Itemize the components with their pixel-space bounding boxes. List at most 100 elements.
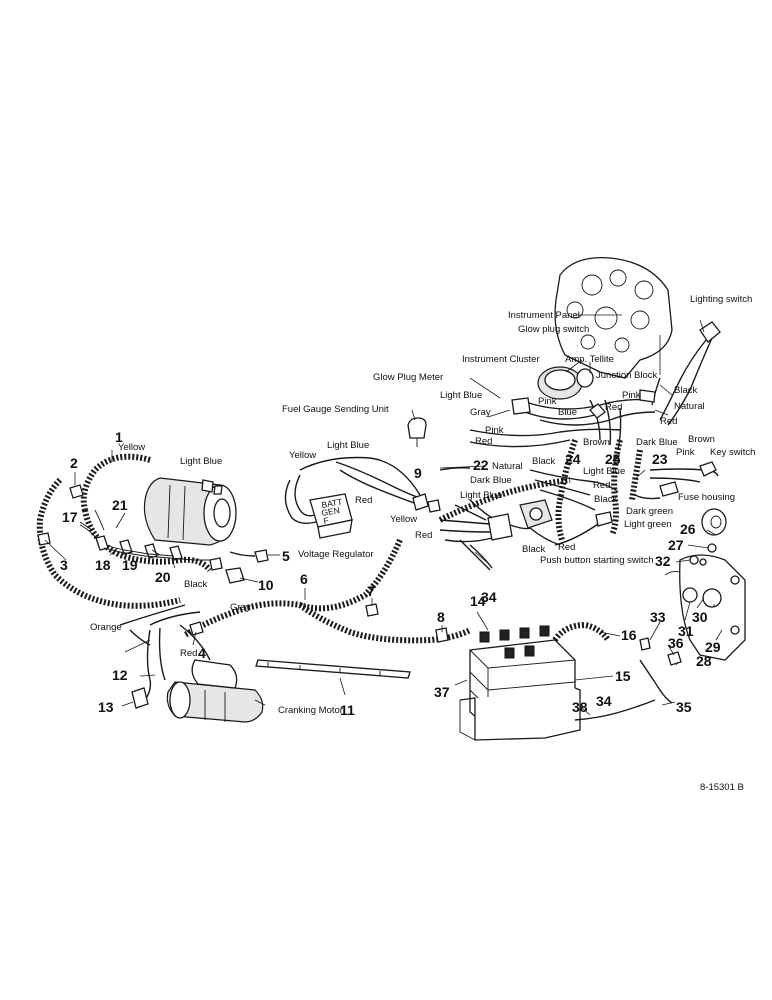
svg-text:BATT: BATT: [321, 496, 344, 510]
label-brown-b: Brown: [688, 434, 715, 445]
label-pink-d: Pink: [676, 447, 695, 458]
callout-3: 3: [60, 557, 68, 573]
label-light-blue-c: Light Blue: [583, 466, 625, 477]
label-gray-a: Gray: [470, 407, 491, 418]
label-key-switch: Key switch: [710, 447, 755, 458]
clip-8: [435, 627, 449, 643]
glow-plugs: [79, 509, 215, 561]
callout-2: 2: [70, 455, 78, 471]
callout-34-upper: 34: [481, 589, 497, 605]
callout-21: 21: [112, 497, 128, 513]
terminal-10: [209, 557, 245, 584]
callout-22: 22: [473, 457, 489, 473]
label-pink-b: Pink: [622, 390, 641, 401]
instrument-cluster: [537, 366, 594, 400]
label-glow-plug-meter: Glow Plug Meter: [373, 372, 443, 383]
label-red-g: Red: [558, 542, 575, 553]
push-button-switch: [519, 469, 619, 546]
light-bracket: [664, 554, 746, 661]
callout-13: 13: [98, 699, 114, 715]
callout-8: 8: [437, 609, 445, 625]
label-red-a: Red: [605, 402, 622, 413]
label-black-e: Black: [184, 579, 207, 590]
callout-14: 14: [470, 593, 486, 609]
callout-23: 23: [652, 451, 668, 467]
label-dark-green: Dark green: [626, 506, 673, 517]
label-natural-a: Natural: [674, 401, 705, 412]
cranking-motor: [166, 659, 266, 723]
callout-1: 1: [115, 429, 123, 445]
callout-19: 19: [122, 557, 138, 573]
label-natural-b: Natural: [492, 461, 523, 472]
leader-lines: [44, 314, 723, 716]
label-light-blue-d: Light Blue: [460, 490, 502, 501]
label-dark-blue-a: Dark Blue: [636, 437, 678, 448]
callout-26: 26: [680, 521, 696, 537]
svg-text:F: F: [323, 515, 330, 526]
label-red-h: Red: [180, 648, 197, 659]
label-red-f: Red: [415, 530, 432, 541]
label-black-a: Black: [674, 385, 697, 396]
callout-16: 16: [621, 627, 637, 643]
text-labels: Instrument Panel Lighting switch Glow pl…: [90, 294, 755, 793]
voltage-regulator: BATT GEN F: [284, 461, 421, 539]
label-red-d: Red: [593, 480, 610, 491]
part-27-nut: [707, 543, 717, 553]
callout-35: 35: [676, 699, 692, 715]
callout-7: 7: [367, 583, 375, 599]
callout-17: 17: [62, 509, 78, 525]
label-cranking-motor: Cranking Motor: [278, 705, 343, 716]
bracket-11: [255, 659, 411, 679]
label-key-switch: Key switch: [710, 447, 755, 458]
label-black-c: Black: [594, 494, 617, 505]
callout-9: 9: [414, 465, 422, 481]
callout-18: 18: [95, 557, 111, 573]
left-loom-1: [36, 453, 213, 609]
battery-cables-left: [131, 611, 211, 709]
harness-22: [299, 456, 571, 523]
label-red-c: Red: [475, 436, 492, 447]
label-gray-b: Gray: [230, 602, 251, 613]
connector-33-36: [639, 637, 682, 666]
callout-numbers: 1 2 3 4 5 6 7 8 9 10 11 12 13 14 15 16 1…: [60, 429, 721, 718]
label-black-d: Black: [522, 544, 545, 555]
callout-20: 20: [155, 569, 171, 585]
center-junction: [439, 499, 531, 543]
label-blue-a: Blue: [558, 407, 577, 418]
label-dark-blue-b: Dark Blue: [470, 475, 512, 486]
callout-27: 27: [668, 537, 684, 553]
part-32-clip: [689, 555, 707, 566]
label-voltage-regulator: Voltage Regulator: [298, 549, 374, 560]
label-yellow-b: Yellow: [390, 514, 417, 525]
part-26-cap: [701, 508, 727, 536]
callout-10: 10: [258, 577, 274, 593]
connector-9: [412, 493, 441, 513]
lead-34-35: [574, 659, 673, 721]
label-instrument-cluster: Instrument Cluster: [462, 354, 540, 365]
label-fuel-gauge: Fuel Gauge Sending Unit: [282, 404, 389, 415]
callout-15: 15: [615, 668, 631, 684]
label-orange: Orange: [90, 622, 122, 633]
label-red-e: Red: [355, 495, 372, 506]
battery: [459, 625, 581, 741]
harness-34: [459, 539, 493, 571]
callout-24: 24: [565, 451, 581, 467]
battery-cable-16: [552, 621, 611, 642]
label-glow-plug-switch: Glow plug switch: [518, 324, 589, 335]
callout-34-lower: 34: [596, 693, 612, 709]
label-fuse-housing: Fuse housing: [678, 492, 735, 503]
label-pink-c: Pink: [485, 425, 504, 436]
label-light-blue-e: Light Blue: [180, 456, 222, 467]
label-light-blue-b: Light Blue: [327, 440, 369, 451]
label-amp-telltale: Amp. Tellite: [565, 354, 614, 365]
connector-5: [229, 549, 269, 563]
label-lighting-switch: Lighting switch: [690, 294, 752, 305]
callout-4: 4: [198, 645, 206, 661]
callout-11: 11: [340, 702, 355, 718]
label-instrument-panel: Instrument Panel: [508, 310, 580, 321]
instrument-panel: [554, 256, 673, 379]
label-junction-block: Junction Block: [596, 370, 658, 381]
callout-33: 33: [650, 609, 666, 625]
label-pink-a: Pink: [538, 396, 557, 407]
